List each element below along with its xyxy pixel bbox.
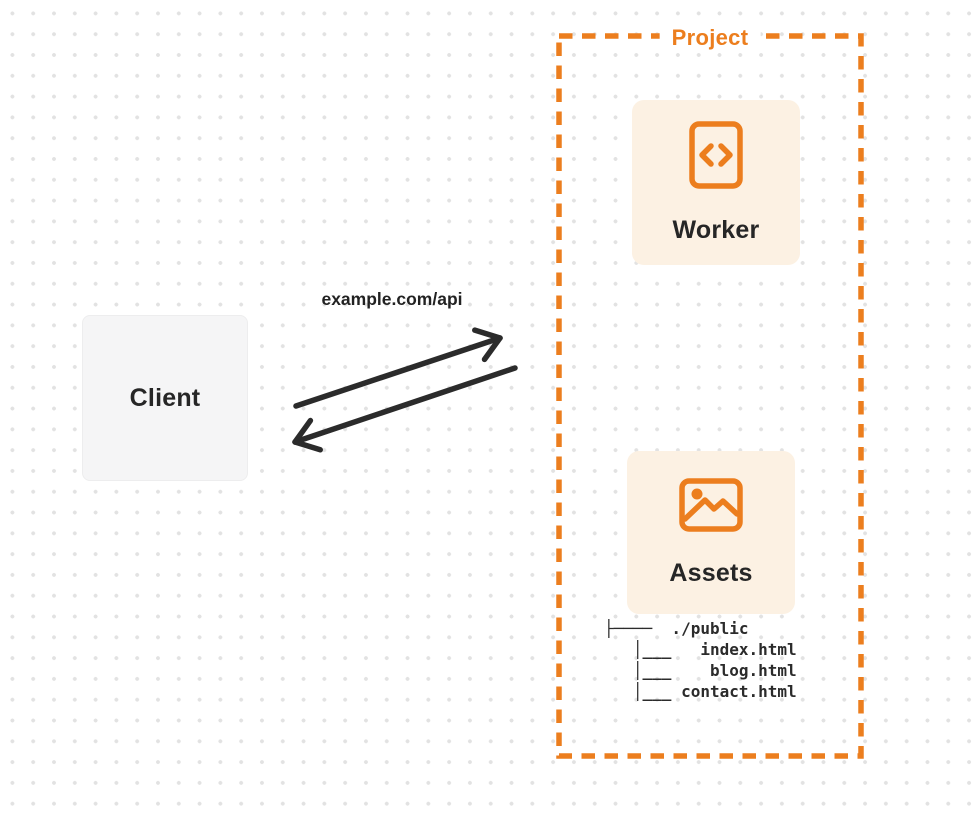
request-url-label: example.com/api bbox=[321, 289, 463, 309]
project-label: Project bbox=[659, 23, 761, 53]
assets-node: Assets bbox=[627, 451, 795, 614]
worker-node: Worker bbox=[632, 100, 800, 265]
worker-label: Worker bbox=[672, 215, 760, 244]
file-tree: ├──── ./public │___ index.html │___ blog… bbox=[604, 618, 797, 702]
response-arrow bbox=[292, 365, 518, 453]
image-icon bbox=[679, 477, 743, 532]
code-file-icon bbox=[689, 120, 743, 189]
file-tree-line-contact: │___ contact.html bbox=[604, 682, 797, 701]
project-group: Project bbox=[556, 23, 864, 759]
client-node: Client bbox=[82, 315, 248, 481]
client-label: Client bbox=[129, 383, 201, 412]
file-tree-line-index: │___ index.html bbox=[604, 640, 797, 659]
file-tree-line-blog: │___ blog.html bbox=[604, 661, 797, 680]
file-tree-line-public: ├──── ./public bbox=[604, 619, 749, 638]
assets-label: Assets bbox=[669, 558, 753, 587]
request-arrow bbox=[293, 327, 503, 409]
